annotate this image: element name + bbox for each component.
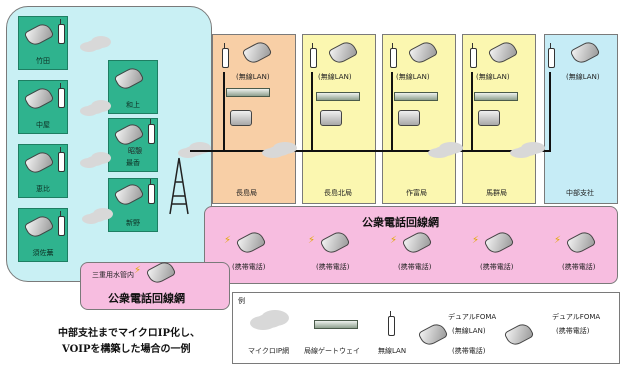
caption-line: VOIPを構築した場合の一例 (62, 344, 191, 355)
micro-ip-cloud-icon (434, 146, 456, 156)
micro-ip-cloud-icon (516, 146, 538, 156)
signal-bolt-icon: ⚡ (224, 235, 232, 246)
wireless-lan-icon (390, 43, 397, 68)
micro-ip-cloud-icon (86, 156, 104, 166)
station-label: 馬群局 (486, 189, 507, 197)
lan-label: (無線LAN) (566, 73, 600, 81)
signal-bolt-icon: ⚡ (554, 235, 562, 246)
legend-label: デュアルFOMA (448, 313, 497, 321)
micro-ip-cloud-icon (268, 146, 290, 156)
caption-line: 中部支社までマイクロIP化し、 (58, 328, 200, 339)
station-label: 長島北局 (324, 189, 352, 197)
signal-bolt-icon: ⚡ (134, 265, 142, 276)
legend-label: (携帯電話) (556, 327, 590, 335)
signal-bolt-icon: ⚡ (390, 235, 398, 246)
micro-ip-cloud-icon (86, 104, 104, 114)
station-link (549, 72, 551, 152)
lan-label: (無線LAN) (476, 73, 510, 81)
legend-title: 例 (238, 297, 245, 305)
lan-label: (無線LAN) (318, 73, 352, 81)
wireless-lan-icon (148, 179, 155, 204)
dam-site-label: 和上 (126, 101, 140, 109)
legend-label: デュアルFOMA (552, 313, 601, 321)
signal-bolt-icon: ⚡ (472, 235, 480, 246)
station-link (471, 72, 473, 152)
wireless-lan-icon (548, 43, 555, 68)
mobile-label: (携帯電話) (398, 263, 432, 271)
line-gateway-icon (226, 88, 270, 97)
micro-ip-cloud-icon (88, 212, 106, 222)
dam-site-label: 新野 (126, 219, 140, 227)
lan-label: (無線LAN) (396, 73, 430, 81)
legend-label: (無線LAN) (452, 327, 486, 335)
line-gateway-icon (314, 320, 358, 329)
signal-bolt-icon: ⚡ (308, 235, 316, 246)
mobile-label: (携帯電話) (316, 263, 350, 271)
desk-phone-icon (320, 110, 342, 126)
mobile-label: (携帯電話) (232, 263, 266, 271)
mobile-label: (携帯電話) (480, 263, 514, 271)
dam-site-label: 最香 (126, 159, 140, 167)
wireless-lan-icon (58, 147, 65, 172)
micro-ip-cloud-icon (86, 40, 104, 50)
micro-ip-cloud-icon (256, 314, 282, 328)
dam-site-label: 竹田 (36, 57, 50, 65)
lan-label: (無線LAN) (236, 73, 270, 81)
legend-label: 局線ゲートウェイ (304, 347, 360, 355)
legend-label: 無線LAN (378, 347, 407, 355)
dam-site-label: 恵比 (36, 185, 50, 193)
desk-phone-icon (230, 110, 252, 126)
station-link (311, 72, 313, 152)
public-network-label: 公衆電話回線網 (108, 292, 185, 305)
line-gateway-icon (394, 92, 438, 101)
public-network-label: 公衆電話回線網 (362, 216, 439, 229)
station-label: 作富局 (406, 189, 427, 197)
wireless-lan-icon (388, 311, 395, 336)
station-label: 中部支社 (566, 189, 594, 197)
wireless-lan-icon (58, 83, 65, 108)
microwave-tower-icon (169, 157, 189, 215)
wireless-lan-icon (470, 43, 477, 68)
dam-site-label: 中屋 (36, 121, 50, 129)
wireless-lan-icon (58, 211, 65, 236)
legend-label: (携帯電話) (452, 347, 486, 355)
line-gateway-icon (316, 92, 360, 101)
station-label: 長島局 (236, 189, 257, 197)
station-link (223, 72, 225, 152)
desk-phone-icon (398, 110, 420, 126)
mobile-label: (携帯電話) (562, 263, 596, 271)
wireless-lan-icon (222, 43, 229, 68)
backbone-line (190, 150, 550, 152)
desk-phone-icon (478, 110, 500, 126)
dam-area-label: 三重用水管内 (92, 271, 134, 279)
dam-site-label: 昭憩 (128, 147, 142, 155)
station-link (391, 72, 393, 152)
wireless-lan-icon (310, 43, 317, 68)
line-gateway-icon (474, 92, 518, 101)
wireless-lan-icon (58, 19, 65, 44)
wireless-lan-icon (148, 119, 155, 144)
dam-site-label: 須佐蕪 (32, 249, 54, 257)
legend-label: マイクロIP網 (248, 347, 290, 355)
